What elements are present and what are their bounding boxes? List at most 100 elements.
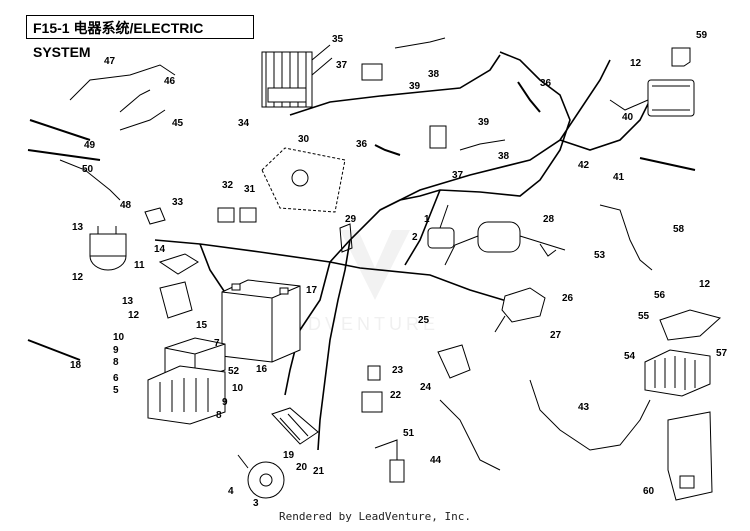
callout-43: 43 <box>578 402 590 413</box>
callout-17: 17 <box>306 285 318 296</box>
callout-55: 55 <box>638 311 650 322</box>
callout-28: 28 <box>543 214 555 225</box>
callout-8-2: 8 <box>216 410 222 421</box>
callout-31: 31 <box>244 184 256 195</box>
callout-60: 60 <box>643 486 655 497</box>
callout-2: 2 <box>412 232 418 243</box>
harness-45 <box>119 109 166 131</box>
callout-32: 32 <box>222 180 234 191</box>
callout-22: 22 <box>390 390 402 401</box>
callout-36-2: 36 <box>356 139 368 150</box>
callout-5: 5 <box>113 385 119 396</box>
ecu-40 <box>609 79 695 117</box>
callout-13: 13 <box>72 222 84 233</box>
callout-7: 7 <box>214 338 220 349</box>
callout-46: 46 <box>164 76 176 87</box>
callout-10-2: 10 <box>232 383 244 394</box>
main-harness <box>154 51 651 451</box>
callout-16: 16 <box>256 364 268 375</box>
callout-12-3: 12 <box>630 58 642 69</box>
callout-6: 6 <box>113 373 119 384</box>
callout-4: 4 <box>228 486 234 497</box>
sensor-36b <box>374 144 401 156</box>
connector-37b <box>429 125 447 149</box>
connector-37 <box>361 63 383 81</box>
horn-3 <box>237 454 285 499</box>
callout-21: 21 <box>313 466 325 477</box>
harness-53 <box>599 204 653 271</box>
callout-53: 53 <box>594 250 606 261</box>
callout-12-2: 12 <box>128 310 140 321</box>
callout-10: 10 <box>113 332 125 343</box>
callout-37: 37 <box>336 60 348 71</box>
callout-52: 52 <box>228 366 240 377</box>
sensor-51 <box>374 439 405 483</box>
harness-47 <box>69 64 176 101</box>
unit-26 <box>494 287 546 333</box>
callout-59: 59 <box>696 30 708 41</box>
callout-15: 15 <box>196 320 208 331</box>
callout-38: 38 <box>428 69 440 80</box>
callout-3: 3 <box>253 498 259 509</box>
callout-35: 35 <box>332 34 344 45</box>
callout-57: 57 <box>716 348 728 359</box>
callout-30: 30 <box>298 134 310 145</box>
callout-39-2: 39 <box>478 117 490 128</box>
callout-18: 18 <box>70 360 82 371</box>
callout-12-4: 12 <box>699 279 711 290</box>
cable-38 <box>394 37 446 49</box>
relay-block-5 <box>147 365 226 425</box>
callout-13-2: 13 <box>122 296 134 307</box>
harness-48 <box>59 159 121 201</box>
bracket-59 <box>671 47 691 67</box>
callout-27: 27 <box>550 330 562 341</box>
regulator-34 <box>261 44 333 108</box>
callout-labels: 1234567889910101112121212131314151617181… <box>70 30 728 509</box>
callout-36: 36 <box>540 78 552 89</box>
watermark-text: LEADVENTURE <box>262 314 439 334</box>
sensor-36 <box>517 81 541 113</box>
diagram-title: F15-1 电器系统/ELECTRIC SYSTEM <box>26 15 254 60</box>
callout-58: 58 <box>673 224 685 235</box>
controller-54 <box>644 349 711 397</box>
coil-20 <box>271 407 319 445</box>
sensor-41 <box>639 157 696 171</box>
callout-38-2: 38 <box>498 151 510 162</box>
tie-49 <box>29 119 91 141</box>
cable-38b <box>459 139 506 151</box>
footer-credit: Rendered by LeadVenture, Inc. <box>278 510 472 523</box>
callout-24: 24 <box>420 382 432 393</box>
switch-33 <box>144 207 166 225</box>
battery-16 <box>221 279 301 363</box>
starter-relay-11 <box>89 226 127 271</box>
tie-50 <box>27 149 101 161</box>
switch-28 <box>444 221 566 266</box>
group-30 <box>261 147 346 213</box>
callout-26: 26 <box>562 293 574 304</box>
callout-56: 56 <box>654 290 666 301</box>
callout-50: 50 <box>82 164 94 175</box>
callout-9-2: 9 <box>222 397 228 408</box>
bracket-15 <box>159 281 193 319</box>
bracket-14 <box>158 253 199 275</box>
callout-8: 8 <box>113 357 119 368</box>
module-23 <box>367 365 381 381</box>
callout-42: 42 <box>578 160 590 171</box>
callout-9: 9 <box>113 345 119 356</box>
callout-33: 33 <box>172 197 184 208</box>
callout-25: 25 <box>418 315 430 326</box>
sensor-1 <box>427 204 455 249</box>
callout-34: 34 <box>238 118 250 129</box>
switch-32 <box>217 207 235 223</box>
callout-40: 40 <box>622 112 634 123</box>
callout-14: 14 <box>154 244 166 255</box>
grommet-30 <box>291 169 309 187</box>
callout-51: 51 <box>403 428 415 439</box>
module-22 <box>361 391 383 413</box>
callout-37-2: 37 <box>452 170 464 181</box>
harness-43 <box>529 379 651 451</box>
callout-19: 19 <box>283 450 295 461</box>
callout-12: 12 <box>72 272 84 283</box>
callout-39: 39 <box>409 81 421 92</box>
